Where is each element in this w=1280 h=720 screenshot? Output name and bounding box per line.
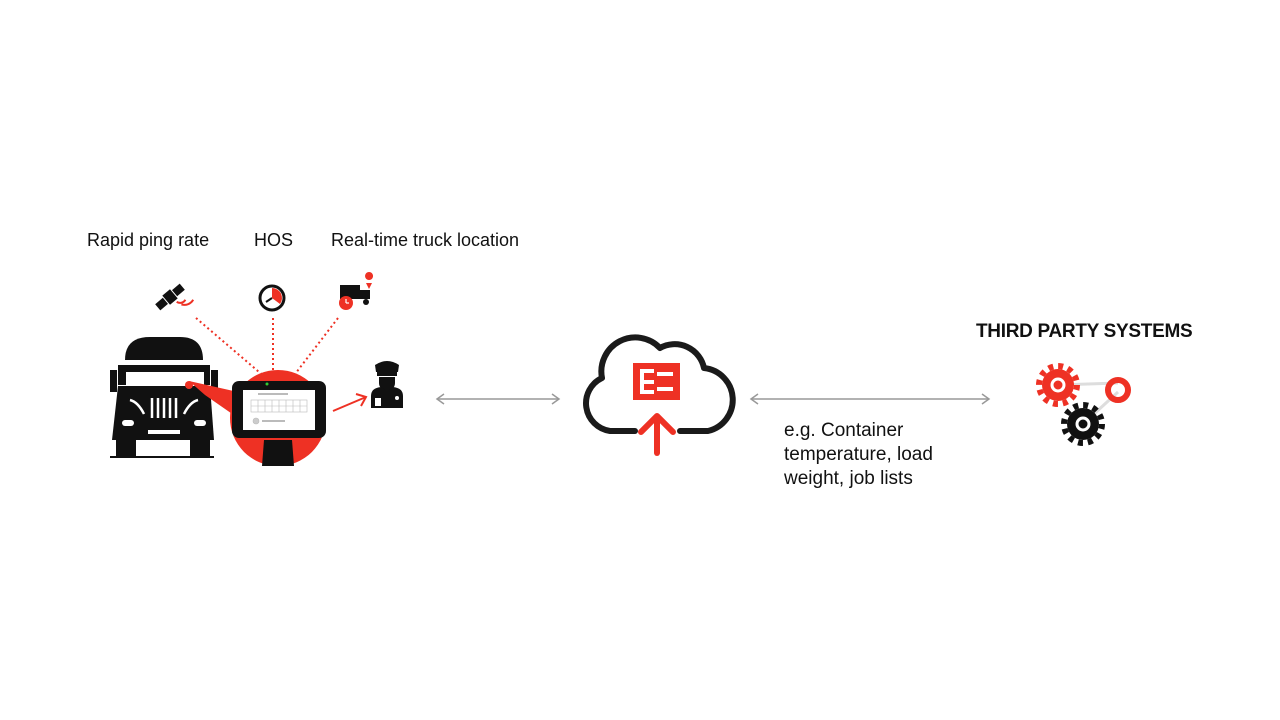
label-real-time-location: Real-time truck location: [331, 230, 520, 250]
truck-location-icon: [339, 272, 374, 310]
bidirectional-arrow-right: [749, 393, 991, 405]
satellite-icon: [155, 283, 195, 311]
third-party-systems-title: THIRD PARTY SYSTEMS: [976, 321, 1193, 342]
note-line-3: weight, job lists: [784, 468, 913, 489]
dotted-connectors: [195, 317, 339, 379]
note-line-1: e.g. Container: [784, 420, 904, 441]
truck-icon: [110, 337, 218, 458]
gears-icon: [1036, 363, 1131, 446]
label-hos: HOS: [254, 230, 294, 250]
cloud-icon: [583, 334, 736, 456]
officer-icon: [371, 361, 403, 408]
bidirectional-arrow-left: [435, 393, 561, 405]
label-rapid-ping-rate: Rapid ping rate: [87, 230, 210, 250]
integration-note: e.g. Container temperature, load weight,…: [784, 419, 933, 491]
upload-arrow-icon: [638, 413, 676, 456]
eld-device: [189, 370, 326, 466]
note-line-2: temperature, load: [784, 444, 933, 465]
clock-icon: [258, 284, 286, 312]
arrow-to-officer: [332, 393, 368, 412]
